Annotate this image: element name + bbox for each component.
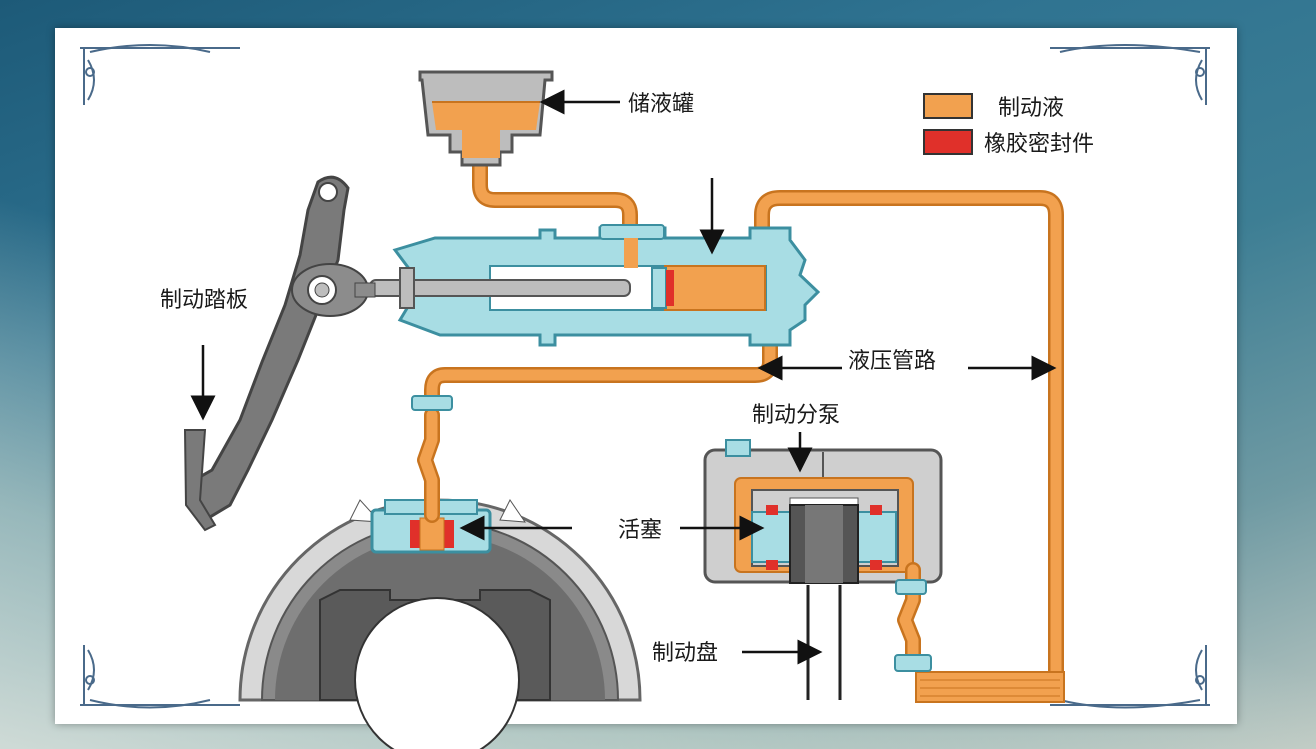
- master-cylinder: [369, 224, 821, 347]
- corner-ornament-bottom-right: [1050, 645, 1210, 709]
- label-brake-pedal: 制动踏板: [160, 288, 248, 313]
- corner-ornament-bottom-left: [80, 645, 240, 709]
- legend-label-brake-fluid: 制动液: [998, 96, 1064, 121]
- legend: 制动液 橡胶密封件: [923, 93, 1094, 157]
- reservoir: [418, 70, 554, 167]
- legend-swatch-brake-fluid: [923, 93, 973, 119]
- disc-caliper: [703, 439, 943, 584]
- fluid-tray: [915, 671, 1065, 703]
- corner-ornament-top-left: [80, 44, 240, 105]
- corner-ornament-top-right: [1050, 44, 1210, 105]
- label-hydraulic-line: 液压管路: [848, 349, 936, 374]
- label-reservoir: 储液罐: [628, 92, 694, 117]
- line-fittings: [411, 395, 932, 672]
- label-brake-disc: 制动盘: [652, 641, 718, 666]
- brake-drum: [238, 498, 642, 749]
- brake-pedal: [183, 175, 376, 532]
- label-wheel-cylinder: 制动分泵: [752, 403, 840, 428]
- legend-label-rubber-seal: 橡胶密封件: [984, 132, 1094, 157]
- label-arrows: [190, 89, 1057, 665]
- brake-disc: [806, 585, 842, 700]
- label-piston: 活塞: [618, 518, 662, 543]
- legend-swatch-rubber-seal: [923, 129, 973, 155]
